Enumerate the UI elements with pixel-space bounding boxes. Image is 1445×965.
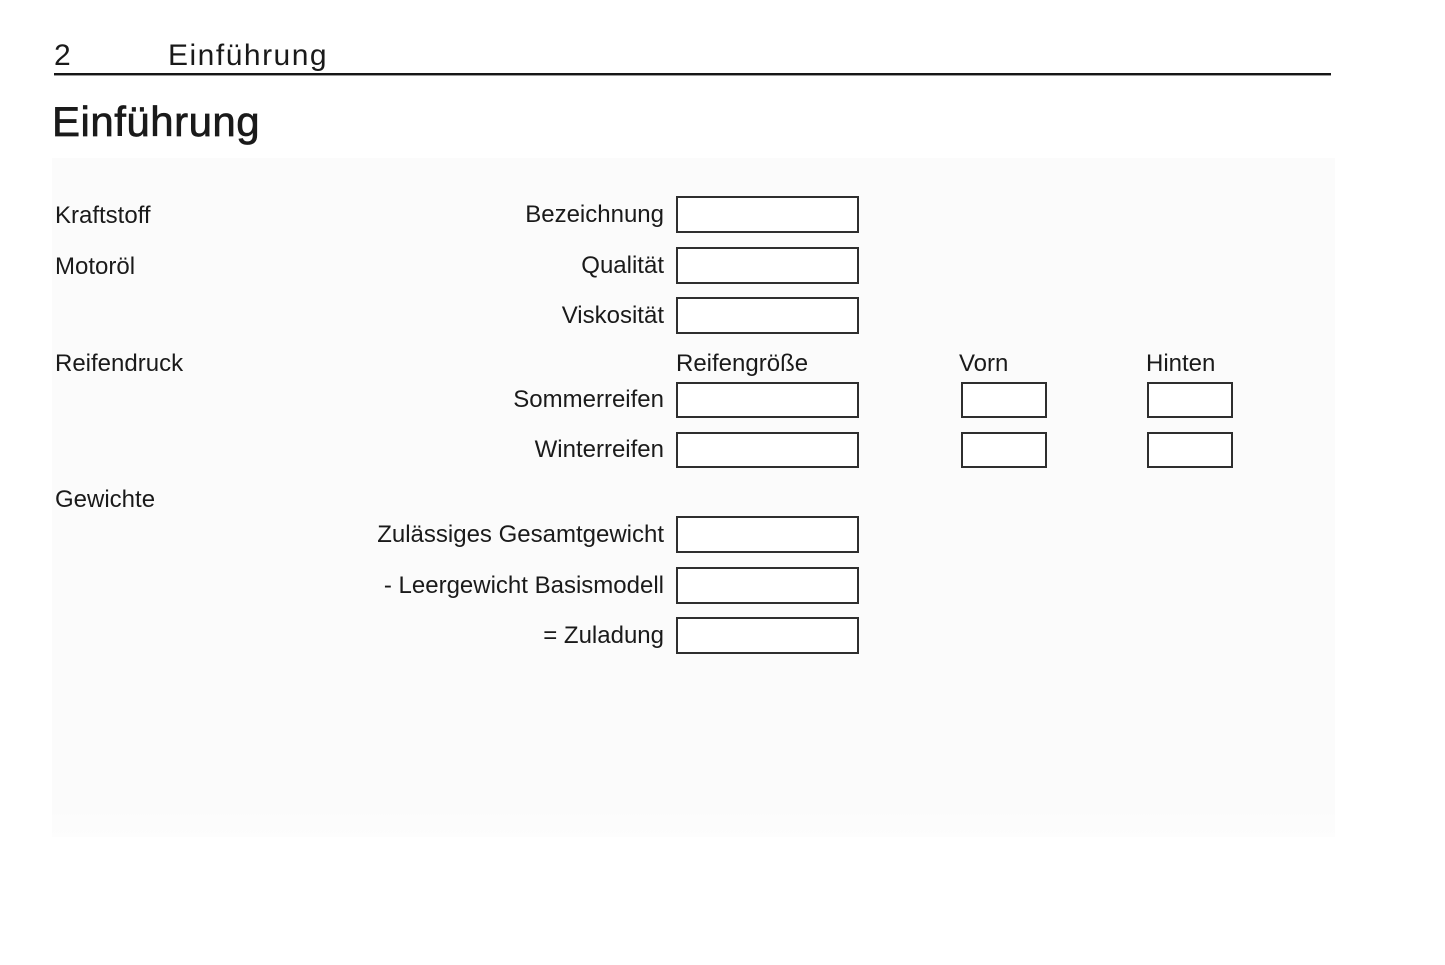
form-row-sommerreifen: Sommerreifen [52,382,1335,418]
header-section-title: Einführung [168,39,329,72]
winterreifen-vorn-input[interactable] [961,432,1047,468]
section-label-kraftstoff: Kraftstoff [55,202,151,229]
zuladung-input[interactable] [676,617,859,654]
qualitaet-input[interactable] [676,247,859,284]
section-label-gewichte: Gewichte [55,486,156,513]
winterreifen-reifengroesse-input[interactable] [676,432,859,468]
field-label-qualitaet: Qualität [581,252,664,279]
leergewicht-input[interactable] [676,567,859,604]
gesamtgewicht-input[interactable] [676,516,859,553]
page-number: 2 [54,39,72,72]
header-rule [54,73,1331,75]
field-label-bezeichnung: Bezeichnung [525,201,664,228]
section-label-reifendruck: Reifendruck [55,350,184,377]
field-label-viskositaet: Viskosität [561,302,664,329]
form-panel: Kraftstoff Motoröl Reifendruck Gewichte … [52,158,1335,837]
bezeichnung-input[interactable] [676,196,859,233]
form-row-bezeichnung: Bezeichnung [52,196,1335,233]
form-row-zuladung: = Zuladung [52,617,1335,654]
field-label-leergewicht: - Leergewicht Basismodell [383,572,664,599]
page-title: Einführung [52,98,261,145]
column-header-reifengroesse: Reifengröße [676,350,809,377]
column-header-hinten: Hinten [1146,350,1216,377]
form-row-gesamtgewicht: Zulässiges Gesamtgewicht [52,516,1335,553]
form-row-viskositaet: Viskosität [52,297,1335,334]
form-row-qualitaet: Qualität [52,247,1335,284]
field-label-zuladung: = Zuladung [543,622,664,649]
column-header-vorn: Vorn [959,350,1009,377]
winterreifen-hinten-input[interactable] [1147,432,1233,468]
form-row-leergewicht: - Leergewicht Basismodell [52,567,1335,604]
section-label-motoroel: Motoröl [55,253,136,280]
field-label-gesamtgewicht: Zulässiges Gesamtgewicht [377,521,664,548]
sommerreifen-reifengroesse-input[interactable] [676,382,859,418]
field-label-sommerreifen: Sommerreifen [513,386,664,413]
sommerreifen-hinten-input[interactable] [1147,382,1233,418]
form-row-winterreifen: Winterreifen [52,432,1335,468]
viskositaet-input[interactable] [676,297,859,334]
sommerreifen-vorn-input[interactable] [961,382,1047,418]
field-label-winterreifen: Winterreifen [534,436,664,463]
